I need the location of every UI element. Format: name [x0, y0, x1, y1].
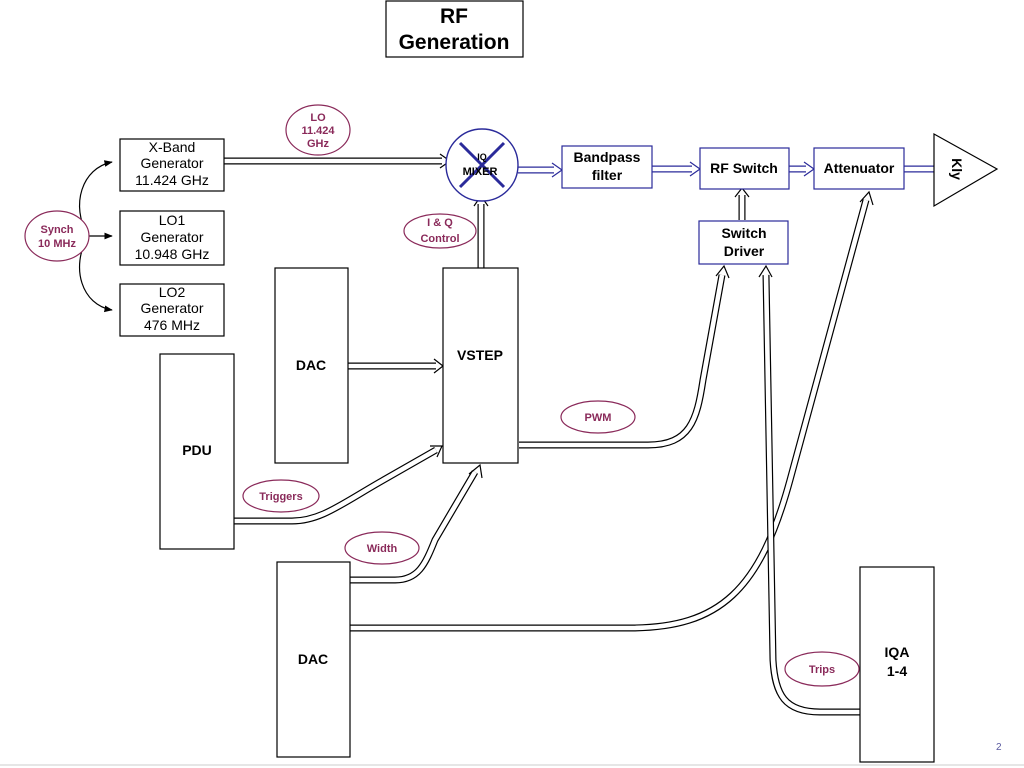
- svg-text:11.424: 11.424: [301, 125, 335, 137]
- label-synch: Synch 10 MHz: [24, 210, 90, 262]
- svg-text:DAC: DAC: [298, 651, 328, 667]
- svg-text:Control: Control: [420, 233, 459, 245]
- pipe-iqa-to-switchdriver: [758, 264, 860, 716]
- pipe-mixer-to-bandpass: [518, 162, 564, 178]
- pipe-xband-to-mixer: [224, 153, 452, 169]
- svg-text:10 MHz: 10 MHz: [38, 238, 76, 250]
- svg-text:RF Switch: RF Switch: [710, 160, 778, 176]
- svg-text:Attenuator: Attenuator: [824, 160, 895, 176]
- svg-text:Bandpass: Bandpass: [574, 149, 641, 165]
- svg-text:LO: LO: [310, 112, 326, 124]
- svg-text:X-Band: X-Band: [149, 139, 196, 155]
- title-line-1: RF: [440, 5, 468, 28]
- switch-driver: Switch Driver: [698, 220, 789, 265]
- svg-text:Kly: Kly: [949, 158, 965, 180]
- label-trips: Trips: [784, 651, 860, 687]
- pipe-switchdriver-to-rfswitch: [734, 187, 750, 220]
- title-box: RF Generation: [385, 0, 524, 58]
- svg-text:IQA: IQA: [885, 644, 910, 660]
- page-number: 2: [996, 742, 1002, 753]
- label-triggers: Triggers: [242, 479, 320, 513]
- svg-text:PWM: PWM: [585, 412, 612, 424]
- svg-text:11.424 GHz: 11.424 GHz: [135, 172, 209, 188]
- vstep: VSTEP: [442, 267, 519, 464]
- svg-text:10.948 GHz: 10.948 GHz: [135, 246, 210, 262]
- svg-text:1-4: 1-4: [887, 663, 907, 679]
- svg-text:Trips: Trips: [809, 664, 835, 676]
- svg-text:Width: Width: [367, 543, 398, 555]
- klystron-amplifier: Kly: [933, 132, 999, 208]
- rf-switch: RF Switch: [699, 147, 790, 190]
- svg-text:LO1: LO1: [159, 212, 186, 228]
- svg-text:LO2: LO2: [159, 284, 186, 300]
- svg-text:VSTEP: VSTEP: [457, 347, 503, 363]
- svg-text:Driver: Driver: [724, 243, 765, 259]
- pipe-dac-to-vstep: [348, 358, 444, 374]
- label-lo: LO 11.424 GHz: [285, 104, 351, 156]
- bandpass-filter: Bandpass filter: [561, 145, 653, 189]
- pipe-pdu-to-vstep: [234, 445, 443, 525]
- lo1-generator: LO1 Generator 10.948 GHz: [119, 210, 225, 266]
- svg-text:476 MHz: 476 MHz: [144, 317, 200, 333]
- dac-top: DAC: [274, 267, 349, 464]
- pipe-dacbottom-to-attenuator: [350, 190, 874, 632]
- svg-text:Generator: Generator: [140, 300, 203, 316]
- svg-text:filter: filter: [592, 167, 623, 183]
- xband-generator: X-Band Generator 11.424 GHz: [119, 138, 225, 192]
- svg-text:GHz: GHz: [307, 138, 330, 150]
- svg-text:Switch: Switch: [721, 225, 766, 241]
- pipe-vstep-to-switchdriver: [519, 264, 730, 449]
- lo2-generator: LO2 Generator 476 MHz: [119, 283, 225, 337]
- title-line-2: Generation: [399, 31, 510, 54]
- svg-text:DAC: DAC: [296, 357, 326, 373]
- svg-text:Synch: Synch: [40, 224, 73, 236]
- svg-text:MIXER: MIXER: [463, 166, 498, 178]
- attenuator: Attenuator: [813, 147, 905, 190]
- svg-text:Generator: Generator: [140, 229, 203, 245]
- dac-bottom: DAC: [276, 561, 351, 758]
- svg-text:Generator: Generator: [140, 155, 203, 171]
- iqa: IQA 1-4: [859, 566, 935, 763]
- pdu: PDU: [159, 353, 235, 550]
- pipe-rfswitch-to-attenuator: [789, 161, 816, 177]
- pipe-bandpass-to-rfswitch: [652, 161, 702, 177]
- pipe-dacbottom-to-vstep: [350, 463, 483, 584]
- svg-text:PDU: PDU: [182, 442, 212, 458]
- label-pwm: PWM: [560, 400, 636, 434]
- svg-text:IQ: IQ: [477, 152, 487, 162]
- svg-text:I & Q: I & Q: [427, 217, 453, 229]
- iq-mixer: IQ MIXER: [445, 128, 519, 202]
- label-width: Width: [344, 531, 420, 565]
- label-iq-control: I & Q Control: [403, 213, 477, 249]
- svg-text:Triggers: Triggers: [259, 491, 302, 503]
